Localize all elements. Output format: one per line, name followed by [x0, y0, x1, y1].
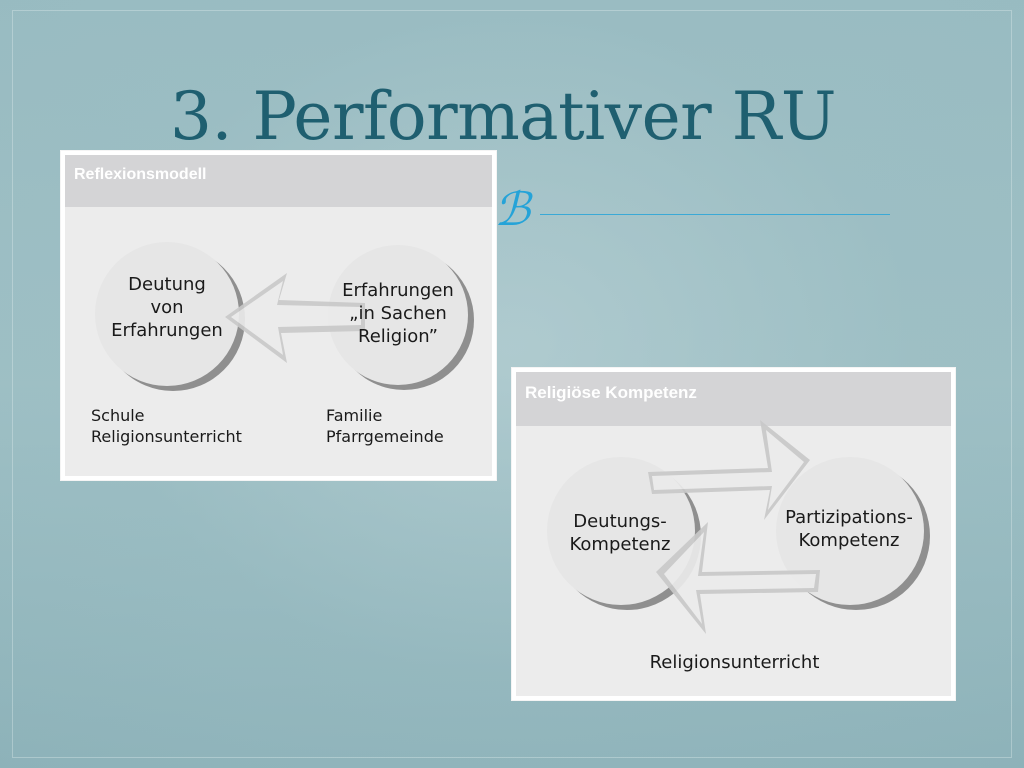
right-caption-line-1: Familie	[326, 406, 383, 425]
panel-header: Reflexionsmodell	[65, 155, 492, 207]
left-circle	[547, 457, 695, 605]
left-caption-line-1: Schule	[91, 406, 145, 425]
slide-title: 3. Performativer RU	[170, 78, 836, 155]
right-circle-label: Partizipations- Kompetenz	[774, 506, 924, 552]
left-circle-line-2: von	[150, 297, 184, 318]
reflexionsmodell-panel: Reflexionsmodell Deutung von Erfahrungen…	[60, 150, 497, 481]
bottom-caption: Religionsunterricht	[649, 652, 820, 673]
left-circle	[95, 242, 239, 386]
right-circle-line-2: „in Sachen	[349, 303, 447, 324]
right-circle	[776, 457, 924, 605]
kompetenz-diagram	[547, 420, 930, 634]
right-caption: Familie Pfarrgemeinde	[326, 405, 444, 447]
right-caption-line-2: Pfarrgemeinde	[326, 427, 444, 446]
panel-body: Reflexionsmodell Deutung von Erfahrungen…	[65, 155, 492, 476]
left-circle-line-1: Deutungs-	[573, 511, 667, 532]
left-circle-line-1: Deutung	[128, 274, 206, 295]
left-caption: Schule Religionsunterricht	[91, 405, 242, 447]
right-circle-line-3: Religion”	[358, 326, 438, 347]
slide-frame	[12, 10, 1012, 758]
right-circle-line-1: Partizipations-	[785, 507, 913, 528]
panel-body: Religiöse Kompetenz Deutungs- Kompetenz	[516, 372, 951, 696]
left-caption-line-2: Religionsunterricht	[91, 427, 242, 446]
right-circle-line-1: Erfahrungen	[342, 280, 454, 301]
right-circle	[328, 245, 468, 385]
left-circle-line-3: Erfahrungen	[111, 320, 223, 341]
title-ornament-icon: ℬ	[494, 182, 531, 236]
panel-header: Religiöse Kompetenz	[516, 372, 951, 426]
arrow-left-bottom	[656, 522, 820, 634]
left-circle-line-2: Kompetenz	[569, 534, 671, 555]
arrow-left	[225, 273, 365, 363]
title-underline	[540, 214, 890, 215]
left-circle-label: Deutung von Erfahrungen	[97, 273, 237, 342]
right-circle-line-2: Kompetenz	[798, 530, 900, 551]
right-circle-label: Erfahrungen „in Sachen Religion”	[323, 279, 473, 348]
arrow-right-top	[648, 420, 810, 520]
left-circle-label: Deutungs- Kompetenz	[550, 510, 690, 556]
religioese-kompetenz-panel: Religiöse Kompetenz Deutungs- Kompetenz	[511, 367, 956, 701]
reflexionsmodell-diagram	[95, 242, 474, 391]
